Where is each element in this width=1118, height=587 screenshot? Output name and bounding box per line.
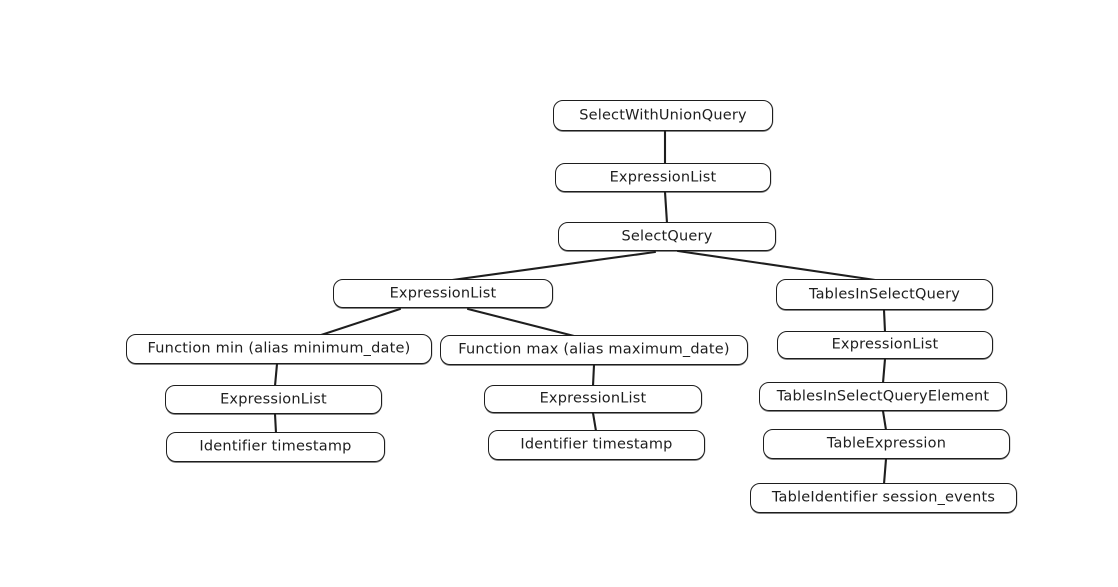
node-label: ExpressionList [220,391,327,407]
tree-edge [881,409,888,432]
node-label: Function min (alias minimum_date) [147,340,411,357]
node-function-max: Function max (alias maximum_date) [440,335,748,365]
node-label: TableIdentifier session_events [771,489,996,506]
node-tables-in-select-query: TablesInSelectQuery [776,279,993,310]
tree-edge [273,412,278,435]
node-select-with-union-query: SelectWithUnionQuery [553,100,773,131]
node-label: Function max (alias maximum_date) [458,341,730,358]
node-label: SelectWithUnionQuery [579,107,747,123]
node-label: ExpressionList [389,285,497,301]
node-label: Identifier timestamp [520,436,673,453]
node-label: TablesInSelectQueryElement [776,388,990,404]
tree-edge [313,307,402,339]
tree-edge [881,357,887,385]
tree-edge [466,307,580,339]
node-label: ExpressionList [539,390,647,407]
node-identifier-timestamp-min: Identifier timestamp [166,432,385,462]
node-tables-in-select-query-element: TablesInSelectQueryElement [759,382,1007,411]
node-label: TableExpression [826,435,947,452]
tree-edge [591,363,596,388]
node-table-expression: TableExpression [763,429,1010,459]
tree-edge [676,249,884,283]
node-expression-list-under-min: ExpressionList [165,385,382,414]
tree-edge [663,190,669,225]
tree-edge [882,308,887,334]
tree-edge [443,250,657,283]
node-label: SelectQuery [621,228,713,244]
node-function-min: Function min (alias minimum_date) [126,334,432,364]
node-label: ExpressionList [609,169,717,185]
tree-edge [882,457,888,486]
node-label: ExpressionList [831,336,939,353]
node-expression-list-under-max: ExpressionList [484,385,702,413]
node-label: TablesInSelectQuery [808,286,961,302]
node-expression-list-left: ExpressionList [333,279,553,308]
node-table-identifier-session-events: TableIdentifier session_events [750,483,1017,513]
tree-edge [591,411,598,433]
node-expression-list-right: ExpressionList [777,331,993,359]
node-identifier-timestamp-max: Identifier timestamp [488,430,705,460]
node-label: Identifier timestamp [199,438,352,455]
node-select-query: SelectQuery [558,222,776,251]
node-expression-list-root: ExpressionList [555,163,771,192]
tree-edge [273,362,279,388]
